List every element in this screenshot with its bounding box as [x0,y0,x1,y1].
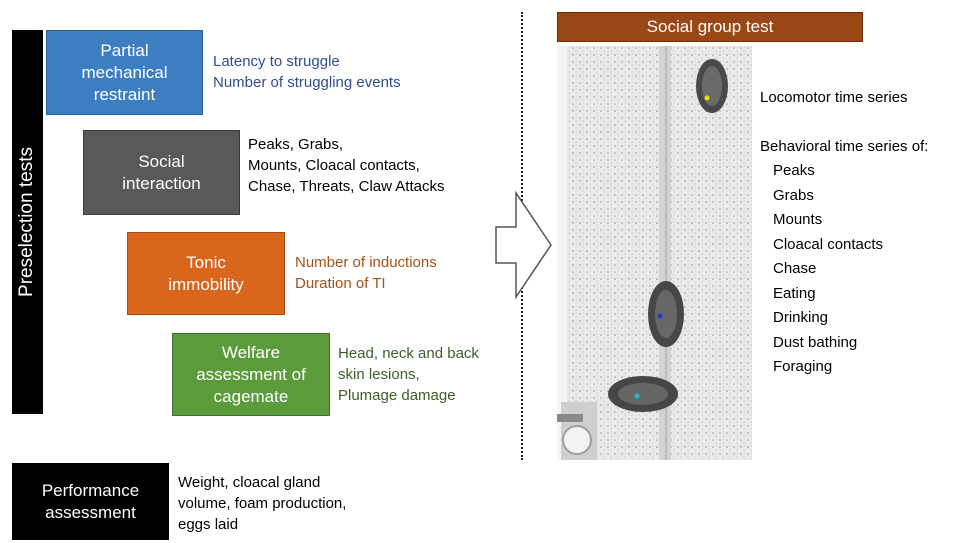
partial-mechanical-restraint-desc: Latency to struggle Number of struggling… [213,53,401,91]
behavioral-title: Behavioral time series of: [760,137,929,155]
welfare-assessment-desc: Head, neck and back skin lesions, Plumag… [338,345,479,404]
list-item: Dust bathing [773,333,858,351]
tonic-immobility-box: Tonic immobility [127,232,285,315]
list-item: Foraging [773,358,833,375]
arena-illustration [557,46,752,460]
performance-assessment-desc: Weight, cloacal gland volume, foam produ… [178,474,347,533]
list-item: Cloacal contacts [773,235,884,253]
arena-photo [557,46,752,460]
tonic-immobility-desc: Number of inductions Duration of TI [295,254,437,292]
locomotor-item: Locomotor time series [760,89,908,106]
list-item: Eating [773,284,816,302]
list-item: Drinking [773,309,829,326]
right-arrow-icon [495,190,552,300]
performance-assessment-box: Performance assessment [12,463,169,540]
welfare-assessment-box: Welfare assessment of cagemate [172,333,330,416]
preselection-tests-bar [12,30,43,414]
list-item: Grabs [773,186,814,204]
list-item: Mounts [773,211,823,228]
list-item: Peaks [773,162,815,179]
preselection-tests-label: Preselection tests [16,147,37,297]
social-group-measures: Locomotor time series Behavioral time se… [760,86,928,380]
list-item: Chase [773,260,817,277]
social-interaction-box: Social interaction [83,130,240,215]
social-interaction-desc: Peaks, Grabs, Mounts, Cloacal contacts, … [248,136,445,195]
partial-mechanical-restraint-box: Partial mechanical restraint [46,30,203,115]
social-group-test-header: Social group test [557,12,863,42]
